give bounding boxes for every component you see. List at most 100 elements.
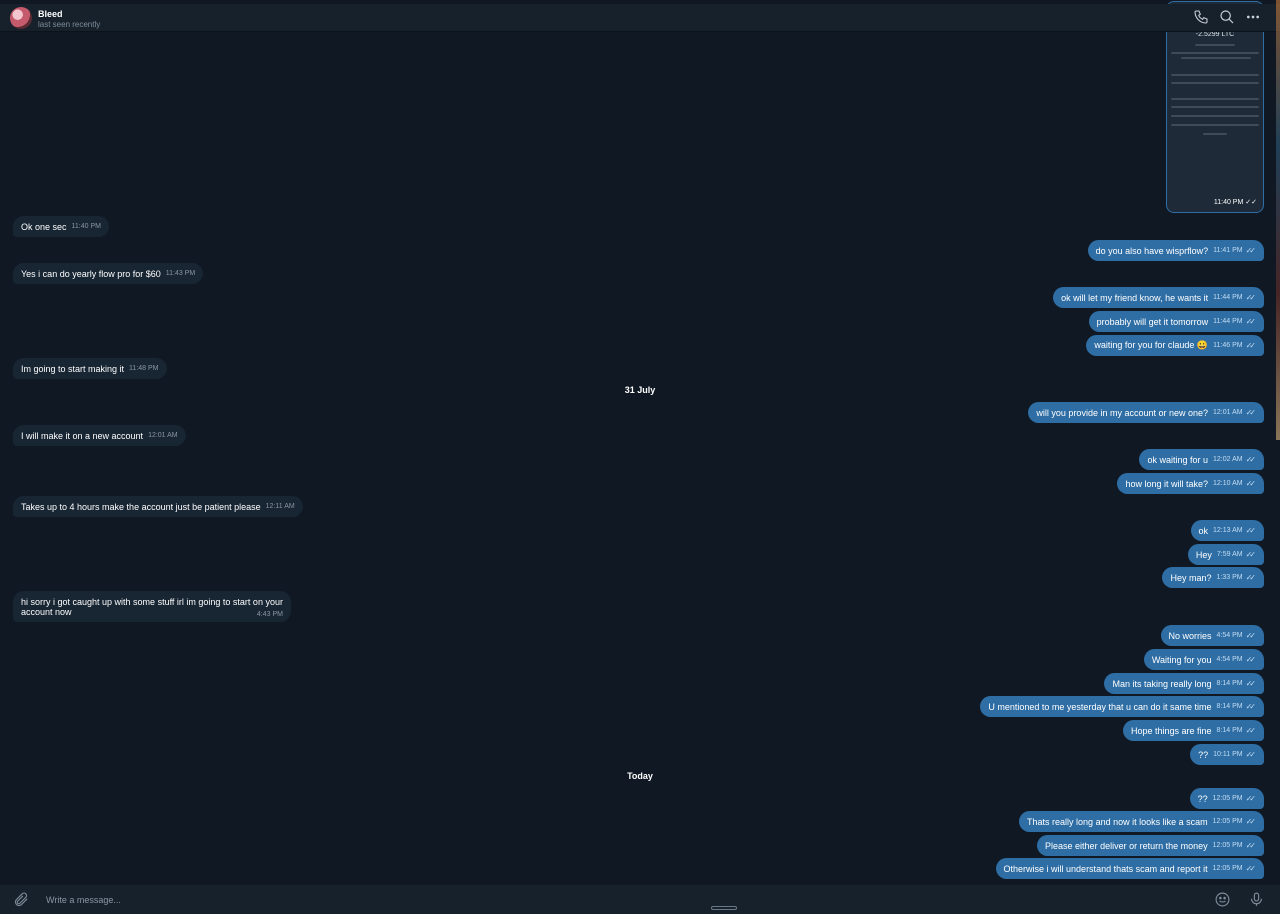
message-bubble-outgoing[interactable]: Hey man?1:33 PM✓✓: [1162, 567, 1264, 588]
message-text: No worries: [1168, 630, 1212, 641]
message-text: Im going to start making it: [21, 363, 125, 374]
message-text: Yes i can do yearly flow pro for $60: [21, 268, 161, 279]
double-check-icon: ✓✓: [1245, 550, 1257, 559]
message-bubble-outgoing[interactable]: U mentioned to me yesterday that u can d…: [980, 696, 1264, 717]
message-text: U mentioned to me yesterday that u can d…: [988, 701, 1212, 712]
emoji-icon[interactable]: [1214, 891, 1231, 908]
message-input[interactable]: [44, 890, 1208, 910]
message-time: 12:13 AM: [1213, 527, 1243, 534]
message-text: Hope things are fine: [1130, 725, 1212, 736]
message-bubble-incoming[interactable]: hi sorry i got caught up with some stuff…: [13, 591, 291, 622]
message-bubble-incoming[interactable]: Takes up to 4 hours make the account jus…: [13, 496, 303, 517]
peer-name[interactable]: Bleed: [38, 9, 63, 19]
message-text: ok will let my friend know, he wants it: [1061, 292, 1209, 303]
message-text: probably will get it tomorrow: [1096, 316, 1209, 327]
phone-icon[interactable]: [1193, 9, 1209, 25]
message-time: 4:43 PM: [256, 611, 283, 618]
message-text: ok waiting for u: [1147, 454, 1209, 465]
double-check-icon: ✓✓: [1245, 655, 1257, 664]
message-bubble-outgoing[interactable]: will you provide in my account or new on…: [1028, 402, 1264, 423]
double-check-icon: ✓✓: [1245, 726, 1257, 735]
message-bubble-outgoing[interactable]: Otherwise i will understand thats scam a…: [995, 858, 1264, 879]
double-check-icon: ✓✓: [1245, 246, 1257, 255]
message-time: 12:11 AM: [265, 503, 295, 510]
message-time: 8:14 PM: [1216, 680, 1243, 687]
message-text: ok: [1198, 525, 1209, 536]
message-text: hi sorry i got caught up with some stuff…: [21, 596, 283, 607]
message-text: Takes up to 4 hours make the account jus…: [21, 501, 261, 512]
message-list[interactable]: -2.5299 LTC 11:40 PM ✓✓ Ok one sec 11:40 …: [0, 0, 1280, 885]
message-text: Man its taking really long: [1112, 678, 1212, 689]
message-time: 11:41 PM: [1213, 247, 1243, 254]
message-time: 12:10 AM: [1213, 480, 1243, 487]
attach-icon[interactable]: [13, 891, 30, 908]
double-check-icon: ✓✓: [1245, 794, 1257, 803]
message-time: 12:05 PM: [1212, 795, 1243, 802]
message-text: Hey: [1195, 549, 1212, 560]
double-check-icon: ✓✓: [1245, 341, 1257, 350]
double-check-icon: ✓✓: [1245, 750, 1257, 759]
double-check-icon: ✓✓: [1245, 455, 1257, 464]
double-check-icon: ✓✓: [1245, 317, 1257, 326]
message-time: 11:40 PM: [71, 223, 101, 230]
message-text: Please either deliver or return the mone…: [1045, 840, 1208, 851]
message-text: ??: [1198, 749, 1209, 760]
message-time: 8:14 PM: [1216, 727, 1243, 734]
composer: [0, 885, 1280, 914]
message-time: 1:33 PM: [1216, 574, 1243, 581]
message-bubble-outgoing[interactable]: Hope things are fine 8:14 PM✓✓: [1122, 720, 1264, 741]
double-check-icon: ✓✓: [1245, 479, 1257, 488]
microphone-icon[interactable]: [1248, 891, 1265, 908]
message-text: Thats really long and now it looks like …: [1027, 816, 1208, 827]
message-bubble-outgoing[interactable]: Please either deliver or return the mone…: [1037, 835, 1264, 856]
message-time: 12:02 AM: [1213, 456, 1243, 463]
search-icon[interactable]: [1219, 9, 1235, 25]
message-bubble-outgoing[interactable]: probably will get it tomorrow 11:44 PM✓✓: [1088, 311, 1264, 332]
double-check-icon: ✓✓: [1245, 864, 1257, 873]
message-bubble-outgoing[interactable]: waiting for you for claude 😀11:46 PM✓✓: [1086, 335, 1264, 356]
message-time: 12:05 PM: [1212, 865, 1243, 872]
message-time: 12:01 AM: [1213, 409, 1243, 416]
image-time: 11:40 PM ✓✓: [1213, 199, 1257, 206]
double-check-icon: ✓✓: [1245, 573, 1257, 582]
date-separator: 31 July: [624, 385, 656, 395]
message-time: 12:05 PM: [1212, 842, 1243, 849]
message-time: 11:43 PM: [165, 270, 196, 277]
resize-handle[interactable]: [711, 906, 737, 910]
message-text: do you also have wisprflow?: [1095, 245, 1209, 256]
message-bubble-outgoing[interactable]: Thats really long and now it looks like …: [1019, 811, 1264, 832]
message-text: Ok one sec: [21, 221, 67, 232]
message-bubble-incoming[interactable]: Yes i can do yearly flow pro for $60 11:4…: [13, 263, 204, 284]
chat-header[interactable]: Bleed last seen recently: [0, 4, 1280, 32]
avatar[interactable]: [10, 7, 32, 29]
message-bubble-outgoing[interactable]: ?? 12:05 PM✓✓: [1189, 788, 1264, 809]
message-bubble-outgoing[interactable]: do you also have wisprflow? 11:41 PM✓✓: [1087, 240, 1264, 261]
message-bubble-outgoing[interactable]: ok waiting for u 12:02 AM✓✓: [1139, 449, 1264, 470]
message-time: 10:11 PM: [1213, 751, 1243, 758]
message-text: will you provide in my account or new on…: [1036, 407, 1209, 418]
message-time: 11:44 PM: [1213, 318, 1243, 325]
message-text: ??: [1197, 793, 1208, 804]
double-check-icon: ✓✓: [1245, 408, 1257, 417]
message-text: waiting for you for claude 😀: [1094, 340, 1209, 350]
double-check-icon: ✓✓: [1245, 702, 1257, 711]
message-bubble-outgoing[interactable]: how long it will take?12:10 AM✓✓: [1117, 473, 1264, 494]
message-text: Otherwise i will understand thats scam a…: [1003, 863, 1208, 874]
wallpaper-edge: [1276, 0, 1280, 440]
message-time: 12:01 AM: [148, 432, 178, 439]
message-bubble-outgoing[interactable]: Hey 7:59 AM✓✓: [1187, 544, 1264, 565]
image-amount: -2.5299 LTC: [1195, 31, 1235, 38]
double-check-icon: ✓✓: [1245, 293, 1257, 302]
message-bubble-outgoing[interactable]: ?? 10:11 PM✓✓: [1190, 744, 1264, 765]
more-icon[interactable]: [1245, 9, 1261, 25]
image-message[interactable]: -2.5299 LTC 11:40 PM ✓✓: [1166, 1, 1264, 213]
message-bubble-incoming[interactable]: Ok one sec 11:40 PM: [13, 216, 109, 237]
message-time: 7:59 AM: [1216, 551, 1243, 558]
